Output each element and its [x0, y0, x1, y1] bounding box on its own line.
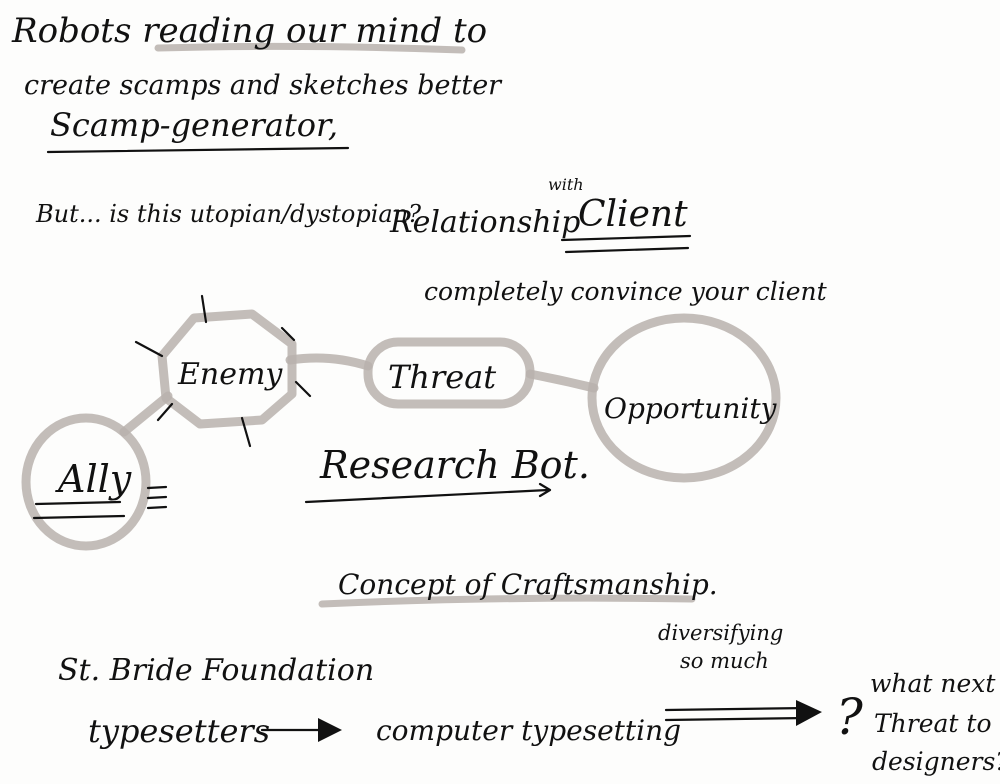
enemy-node: Enemy: [134, 294, 312, 448]
ally-label: Ally: [55, 457, 132, 501]
research-bot-text: Research Bot.: [319, 443, 590, 487]
client-text: Client: [578, 194, 688, 235]
threat-to-text: Threat to: [874, 709, 992, 738]
client-underline: [560, 234, 692, 242]
ally-node: Ally: [21, 413, 168, 551]
with-note: with: [548, 175, 584, 194]
utopia-question: But... is this utopian/dystopian?: [35, 200, 421, 228]
threat-opportunity-connector: [525, 369, 599, 393]
arrow-icon: [260, 718, 342, 742]
st-bride-text: St. Bride Foundation: [58, 653, 374, 688]
ally-equals-mark: [146, 485, 168, 510]
ally-underline-2: [32, 514, 126, 520]
enemy-label: Enemy: [177, 357, 283, 392]
enemy-spike-marks: [134, 294, 312, 448]
threat-node: Threat: [363, 337, 535, 409]
craftsmanship-text: Concept of Craftsmanship.: [338, 568, 718, 601]
question-mark: ?: [836, 688, 864, 746]
headline-line-2: create scamps and sketches better: [24, 70, 503, 101]
reading-pencil-underline: [154, 42, 466, 54]
client-underline-2: [564, 246, 690, 254]
what-next-text: what next: [870, 669, 996, 698]
scamp-generator-text: Scamp-generator,: [50, 106, 338, 144]
enemy-threat-connector: [285, 353, 373, 371]
ally-enemy-connector: [119, 391, 173, 437]
threat-label: Threat: [388, 358, 496, 396]
research-bot-underline-arrow: [304, 482, 552, 504]
so-much-text: so much: [680, 649, 769, 673]
convince-client-text: completely convince your client: [424, 277, 828, 306]
typesetters-text: typesetters: [88, 712, 270, 750]
relationship-text: Relationship: [389, 205, 580, 240]
arrow-icon: [664, 700, 822, 726]
opportunity-label: Opportunity: [604, 392, 778, 425]
opportunity-node: Opportunity: [587, 313, 781, 483]
ally-underline: [34, 500, 122, 506]
craftsmanship-pencil-underline: [318, 594, 696, 608]
scamp-underline: [46, 146, 350, 154]
designers-text: designers?: [872, 747, 1000, 776]
headline-line-1: Robots reading our mind to: [11, 11, 487, 51]
computer-typesetting-text: computer typesetting: [376, 714, 681, 747]
diversifying-text: diversifying: [658, 621, 783, 645]
